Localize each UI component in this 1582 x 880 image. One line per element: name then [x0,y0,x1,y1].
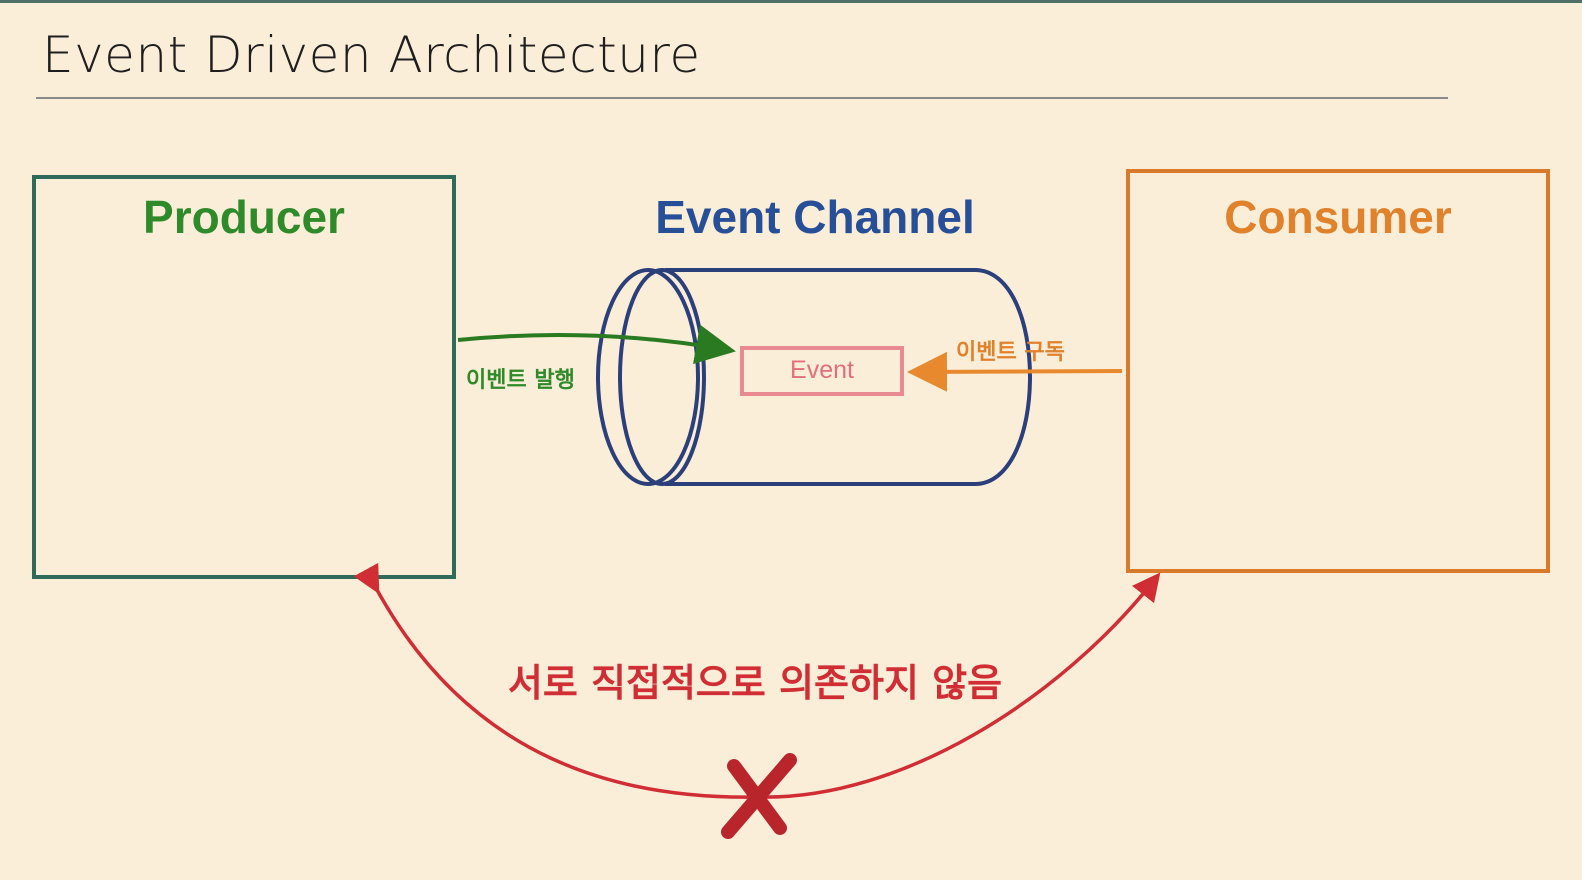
event-label: Event [790,356,854,384]
event-box [740,346,904,396]
publish-arrow [457,324,736,365]
consumer-label: Consumer [1224,191,1452,243]
publish-label: 이벤트 발행 [466,368,575,393]
title-underline [36,97,1448,99]
subscribe-arrow [907,351,1123,392]
event-channel-cylinder [596,268,1033,486]
producer-box [32,175,456,579]
subscribe-label: 이벤트 구독 [956,340,1065,365]
consumer-box [1126,169,1550,573]
slide-title: Event Driven Architecture [42,26,701,84]
x-mark-icon [721,753,797,839]
event-channel-label: Event Channel [655,191,975,243]
decouple-label: 서로 직접적으로 의존하지 않음 [507,661,1003,705]
producer-label: Producer [143,191,345,243]
top-accent-rule [0,0,1582,3]
